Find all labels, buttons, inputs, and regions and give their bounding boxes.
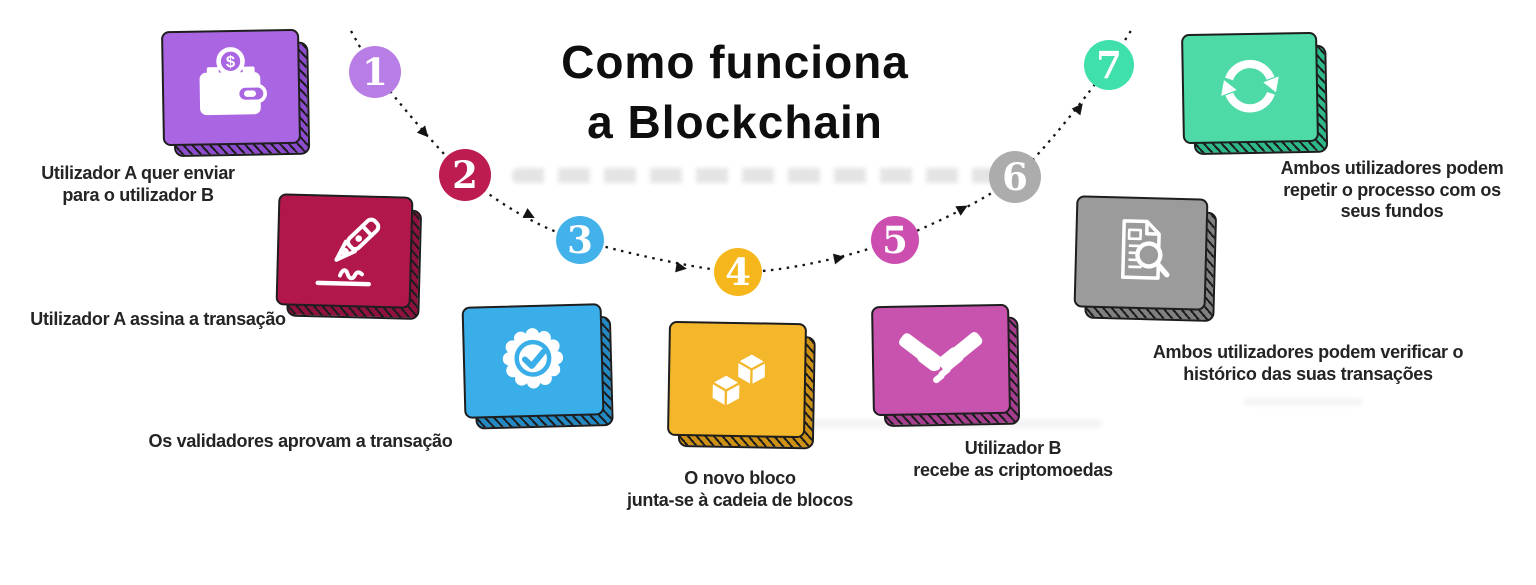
arrowhead-icon: [675, 261, 687, 273]
step-circle-3: 3: [556, 216, 604, 264]
card-face: [871, 303, 1011, 417]
svg-text:6: 6: [1002, 155, 1028, 199]
svg-text:$: $: [226, 52, 236, 71]
step-card-repeat: [1181, 31, 1329, 155]
erased-smudge: [1243, 398, 1363, 406]
blocks-icon: [710, 351, 768, 408]
step-card-validation: [461, 303, 614, 430]
page-title: Como funciona a Blockchain: [561, 36, 909, 148]
step-card-new-block: [667, 320, 816, 450]
card-face: [667, 320, 807, 439]
wallet-icon: $: [199, 46, 267, 115]
arrowhead-icon: [955, 205, 968, 216]
svg-text:5: 5: [882, 218, 908, 262]
step-label-4: O novo bloco junta-se à cadeia de blocos: [627, 468, 853, 510]
card-face: [1073, 195, 1209, 311]
arrowhead-icon: [832, 253, 845, 265]
handshake-icon: [899, 332, 983, 384]
step-circle-4: 4: [714, 248, 762, 296]
pen-signature-icon: [315, 217, 380, 287]
svg-text:1: 1: [362, 50, 388, 94]
step-card-receive: [871, 303, 1021, 428]
arrowhead-icon: [416, 125, 429, 138]
step-circle-7: 7: [1084, 40, 1134, 90]
erased-watermark: [512, 168, 1032, 183]
arrowhead-icon: [1071, 103, 1083, 116]
step-card-history: [1073, 195, 1218, 322]
step-label-7: Ambos utilizadores podem repetir o proce…: [1280, 158, 1504, 222]
card-face: $: [161, 28, 301, 147]
step-label-2: Utilizador A assina a transação: [30, 309, 286, 329]
svg-text:2: 2: [452, 153, 478, 197]
step-circle-5: 5: [871, 216, 919, 264]
document-search-icon: [1121, 219, 1170, 280]
step-label-3: Os validadores aprovam a transação: [148, 431, 453, 451]
step-circle-1: 1: [349, 46, 401, 98]
step-card-wallet: $: [161, 28, 311, 158]
step-label-6: Ambos utilizadores podem verificar o his…: [1152, 342, 1464, 384]
step-label-1: Utilizador A quer enviar para o utilizad…: [41, 163, 235, 205]
arrowhead-icon: [522, 208, 535, 218]
step-card-signature: [275, 193, 423, 320]
svg-text:7: 7: [1096, 43, 1122, 87]
step-label-5: Utilizador B recebe as criptomoedas: [913, 438, 1113, 480]
approval-badge-icon: [502, 328, 564, 389]
svg-text:4: 4: [725, 250, 751, 294]
card-face: [1181, 31, 1319, 145]
step-circle-2: 2: [439, 149, 491, 201]
svg-text:3: 3: [567, 218, 593, 262]
card-face: [461, 303, 605, 419]
repeat-icon: [1221, 59, 1279, 113]
step-circle-6: 6: [989, 151, 1041, 203]
card-face: [275, 193, 414, 309]
